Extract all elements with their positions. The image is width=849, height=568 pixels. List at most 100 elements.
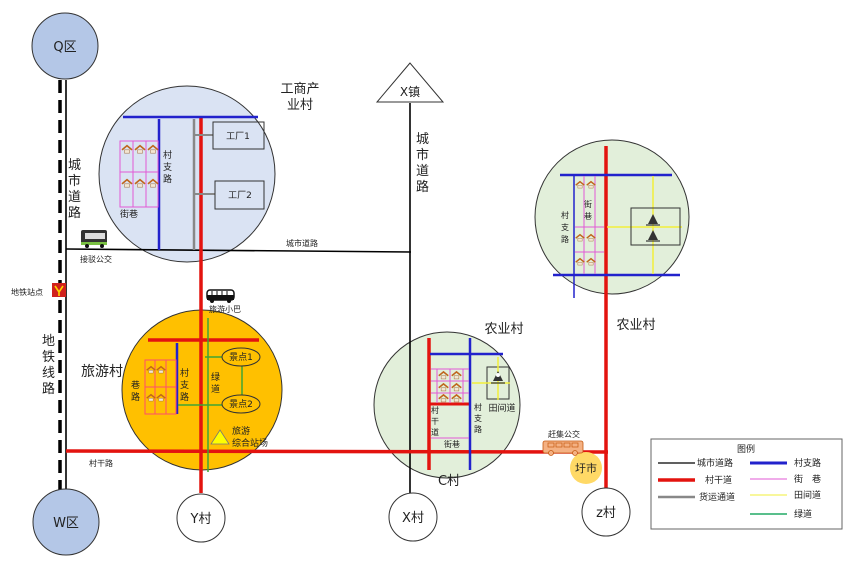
factory-2-label: 工厂2 <box>228 190 252 201</box>
market-bus-label: 赶集公交 <box>548 429 580 439</box>
legend-label: 村支路 <box>794 457 821 469</box>
z-agri-village-circle[interactable] <box>534 139 690 295</box>
scenic-spot-1[interactable] <box>221 347 261 367</box>
farmer-icon <box>646 214 660 242</box>
tourism-station-icon[interactable] <box>210 429 230 445</box>
char: 路 <box>561 234 569 244</box>
shuttle-bus-icon <box>81 230 107 248</box>
city-road-left-label: 城 市 道 路 <box>68 158 81 221</box>
industrial-branch-label: 村 支 路 <box>163 149 172 185</box>
z-farm-plot[interactable] <box>630 207 681 246</box>
legend-label: 田间道 <box>794 489 821 501</box>
legend-label: 城市道路 <box>697 457 733 469</box>
char: 村 <box>561 210 569 220</box>
metro-station-label: 地铁站点 <box>11 287 43 297</box>
char: 道 <box>416 164 429 179</box>
char: 道 <box>431 427 439 437</box>
station-label-1: 旅游 <box>232 425 250 437</box>
legend-label: 绿道 <box>794 508 812 520</box>
z-village-label: z村 <box>596 506 616 521</box>
greenway-label: 绿 道 <box>211 371 220 395</box>
station-label-2: 综合站场 <box>232 437 268 449</box>
tourism-village-name: 旅游村 <box>81 364 123 380</box>
industrial-village-name-1: 工商产 <box>280 82 319 97</box>
market-node[interactable] <box>570 452 602 484</box>
spot-1-label: 景点1 <box>229 352 253 363</box>
z-agri-village-name: 农业村 <box>616 318 655 333</box>
char: 铁 <box>42 350 55 365</box>
x-village-label: X村 <box>402 511 424 526</box>
z-branch-label: 村 支 路 <box>561 210 569 244</box>
industrial-village-name-2: 业村 <box>287 98 313 113</box>
q-district-label: Q区 <box>53 40 76 55</box>
q-district-node[interactable] <box>31 12 99 80</box>
char: 巷 <box>584 212 592 221</box>
legend-label: 街 巷 <box>794 473 821 485</box>
x-town-label: X镇 <box>400 85 420 99</box>
market-bus-icon <box>542 440 584 456</box>
city-road-right-label: 城 市 道 路 <box>416 132 429 195</box>
village-trunk-road-horizontal[interactable] <box>65 449 609 454</box>
legend-title: 图例 <box>737 443 755 455</box>
w-district-label: W区 <box>53 516 79 531</box>
shuttle-bus-label: 接驳公交 <box>80 254 112 264</box>
tourism-alley-label: 巷 路 <box>131 380 140 403</box>
factory-1-label: 工厂1 <box>226 131 250 142</box>
char: 地 <box>42 334 55 349</box>
z-village-node[interactable] <box>581 487 631 537</box>
c-field-road-label: 田间道 <box>488 402 515 414</box>
char: 路 <box>180 391 189 403</box>
char: 路 <box>474 424 482 434</box>
char: 路 <box>163 173 172 185</box>
char: 城 <box>416 132 429 147</box>
char: 村 <box>163 149 172 161</box>
char: 支 <box>561 222 569 232</box>
char: 路 <box>416 179 429 195</box>
factory-2-box[interactable] <box>214 180 265 210</box>
c-alley-label: 街巷 <box>444 439 460 449</box>
tourism-branch-label: 村 支 路 <box>180 367 189 403</box>
industrial-alley-label: 街巷 <box>120 208 138 220</box>
char: 支 <box>163 161 172 173</box>
y-village-node[interactable] <box>176 493 226 543</box>
z-alley-grid <box>575 176 604 274</box>
city-road-horizontal[interactable] <box>65 248 412 253</box>
c-branch-label: 村 支 路 <box>474 402 482 434</box>
city-road-horizontal-label: 城市道路 <box>286 238 318 248</box>
char: 支 <box>474 413 482 423</box>
char: 路 <box>131 391 140 403</box>
char: 路 <box>42 381 55 397</box>
scenic-spot-2[interactable] <box>221 394 261 414</box>
metro-line-label: 地 铁 线 路 <box>42 334 55 397</box>
tour-minibus-icon <box>206 289 235 303</box>
char: 村 <box>431 405 439 415</box>
c-trunk-label: 村 干 道 <box>431 405 439 437</box>
char: 街 <box>584 199 592 209</box>
market-label: 圩市 <box>575 461 597 475</box>
spot-2-label: 景点2 <box>229 399 253 410</box>
char: 路 <box>68 205 81 221</box>
char: 巷 <box>131 380 140 391</box>
village-trunk-label: 村干路 <box>89 458 113 468</box>
w-district-node[interactable] <box>32 488 100 556</box>
factory-1-box[interactable] <box>212 121 265 150</box>
tourism-alley-grid <box>144 359 177 415</box>
char: 绿 <box>211 371 220 383</box>
char: 道 <box>68 190 81 205</box>
metro-station-icon <box>52 283 66 297</box>
char: 市 <box>68 173 81 189</box>
char: 线 <box>42 366 55 381</box>
x-town-node[interactable] <box>375 62 445 103</box>
legend-label: 货运通道 <box>699 491 735 503</box>
char: 干 <box>431 417 439 426</box>
char: 村 <box>474 402 482 412</box>
industrial-village-circle[interactable] <box>98 85 276 263</box>
legend-box <box>650 438 843 530</box>
char: 支 <box>180 379 189 391</box>
c-alley-grid <box>431 368 469 439</box>
y-village-label: Y村 <box>190 512 212 527</box>
c-village-label: C村 <box>438 474 460 489</box>
x-village-node[interactable] <box>388 492 438 542</box>
tour-minibus-label: 旅游小巴 <box>209 304 241 314</box>
